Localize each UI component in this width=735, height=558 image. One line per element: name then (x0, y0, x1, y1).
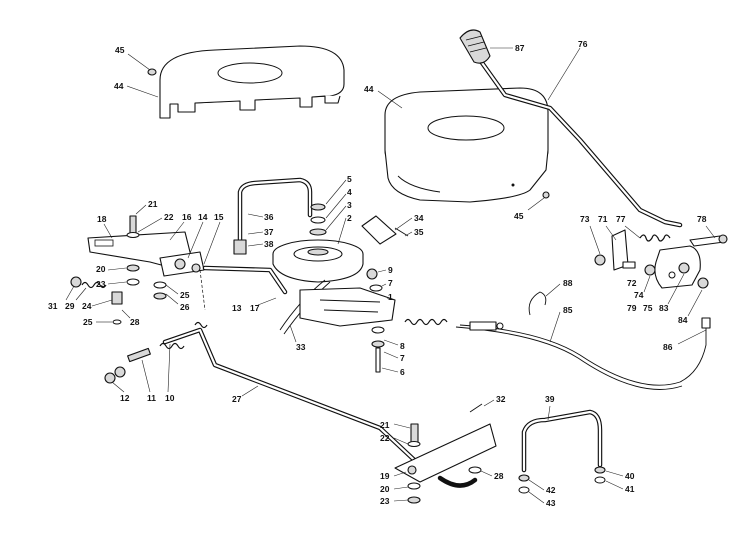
label-45b: 45 (514, 211, 524, 221)
label-74: 74 (634, 290, 644, 300)
u-rod-39 (518, 409, 606, 494)
label-36: 36 (264, 212, 274, 222)
part-labels: 45 44 87 76 44 45 5 4 3 2 36 37 38 34 35… (48, 39, 716, 508)
label-7b: 7 (400, 353, 405, 363)
pulley-assembly (233, 177, 364, 283)
screw-45-top (147, 68, 157, 76)
label-88: 88 (563, 278, 573, 288)
label-32: 32 (496, 394, 506, 404)
label-25a: 25 (83, 317, 93, 327)
label-19: 19 (380, 471, 390, 481)
label-39: 39 (545, 394, 555, 404)
label-83: 83 (659, 303, 669, 313)
label-28b: 28 (494, 471, 504, 481)
label-31: 31 (48, 301, 58, 311)
label-84: 84 (678, 315, 688, 325)
label-9: 9 (388, 265, 393, 275)
long-rod-27 (104, 321, 428, 473)
label-7a: 7 (388, 278, 393, 288)
label-23b: 23 (380, 496, 390, 506)
label-16: 16 (182, 212, 192, 222)
label-3: 3 (347, 200, 352, 210)
label-21b: 21 (380, 420, 390, 430)
label-75: 75 (643, 303, 653, 313)
label-14: 14 (198, 212, 208, 222)
label-22a: 22 (164, 212, 174, 222)
lever-pivot-assembly (594, 229, 728, 289)
label-10: 10 (165, 393, 175, 403)
label-73: 73 (580, 214, 590, 224)
label-33: 33 (296, 342, 306, 352)
label-40: 40 (625, 471, 635, 481)
label-77: 77 (616, 214, 626, 224)
label-18: 18 (97, 214, 107, 224)
label-42: 42 (546, 485, 556, 495)
label-44a: 44 (114, 81, 124, 91)
label-37: 37 (264, 227, 274, 237)
label-44b: 44 (364, 84, 374, 94)
label-38: 38 (264, 239, 274, 249)
spring-left (70, 276, 123, 325)
label-13: 13 (232, 303, 242, 313)
label-17: 17 (250, 303, 260, 313)
label-20a: 20 (96, 264, 106, 274)
nut-45-right (542, 191, 550, 199)
belt-cover-small (147, 45, 345, 119)
label-5: 5 (347, 174, 352, 184)
lower-bracket-assembly (394, 403, 497, 504)
label-86: 86 (663, 342, 673, 352)
control-cable (455, 291, 711, 390)
label-27: 27 (232, 394, 242, 404)
belt-cover-large (384, 87, 550, 203)
label-20b: 20 (380, 484, 390, 494)
label-72: 72 (627, 278, 637, 288)
label-87: 87 (515, 43, 525, 53)
label-29: 29 (65, 301, 75, 311)
label-15: 15 (214, 212, 224, 222)
label-12: 12 (120, 393, 130, 403)
label-24: 24 (82, 301, 92, 311)
label-85: 85 (563, 305, 573, 315)
label-71: 71 (598, 214, 608, 224)
label-2: 2 (347, 213, 352, 223)
label-45a: 45 (115, 45, 125, 55)
label-76: 76 (578, 39, 588, 49)
label-6: 6 (400, 367, 405, 377)
label-1: 1 (388, 292, 393, 302)
label-78: 78 (697, 214, 707, 224)
label-79: 79 (627, 303, 637, 313)
label-28a: 28 (130, 317, 140, 327)
engagement-lever (459, 29, 683, 228)
tensioner-bracket (299, 215, 448, 373)
label-35: 35 (414, 227, 424, 237)
label-11: 11 (147, 393, 156, 403)
label-34: 34 (414, 213, 424, 223)
label-25b: 25 (180, 290, 190, 300)
label-23a: 23 (96, 279, 106, 289)
label-26: 26 (180, 302, 190, 312)
label-43: 43 (546, 498, 556, 508)
label-8: 8 (400, 341, 405, 351)
label-21a: 21 (148, 199, 158, 209)
label-22b: 22 (380, 433, 390, 443)
label-4: 4 (347, 187, 352, 197)
left-bracket-assembly (87, 215, 288, 311)
label-41: 41 (625, 484, 635, 494)
